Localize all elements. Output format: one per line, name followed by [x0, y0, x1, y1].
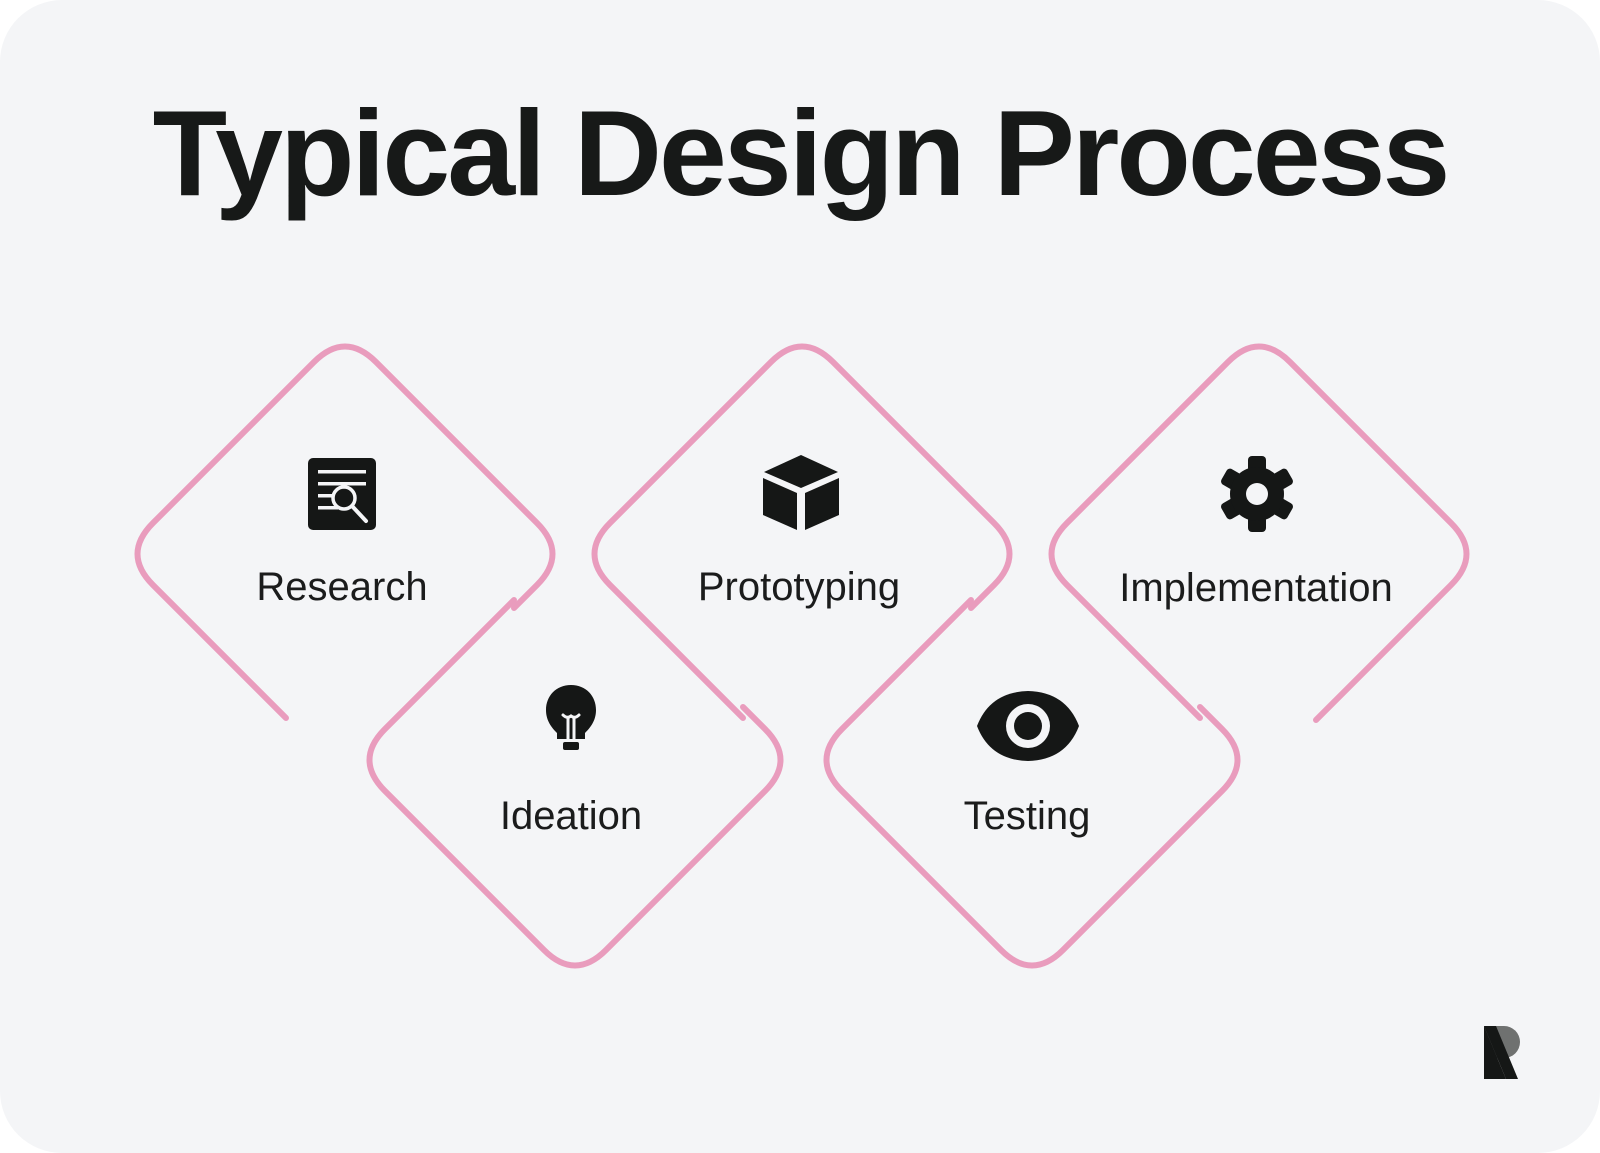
diamond-implementation — [1048, 343, 1470, 723]
diamond-research — [134, 343, 556, 721]
diamond-outlines — [134, 343, 1470, 969]
step-label-ideation: Ideation — [500, 794, 642, 838]
diamond-ideation — [366, 597, 784, 969]
brand-logo — [1484, 1026, 1520, 1079]
step-label-prototyping: Prototyping — [698, 565, 900, 609]
gear-icon — [1221, 456, 1293, 532]
page-title: Typical Design Process — [152, 85, 1451, 221]
eye-icon — [977, 691, 1079, 761]
document-search-icon — [308, 458, 376, 530]
cube-icon — [763, 455, 839, 530]
diamond-prototyping — [591, 343, 1013, 721]
lightbulb-icon — [546, 685, 596, 750]
step-label-testing: Testing — [964, 794, 1091, 838]
diamond-testing — [823, 597, 1241, 969]
step-label-research: Research — [256, 565, 427, 609]
step-label-implementation: Implementation — [1119, 566, 1392, 610]
